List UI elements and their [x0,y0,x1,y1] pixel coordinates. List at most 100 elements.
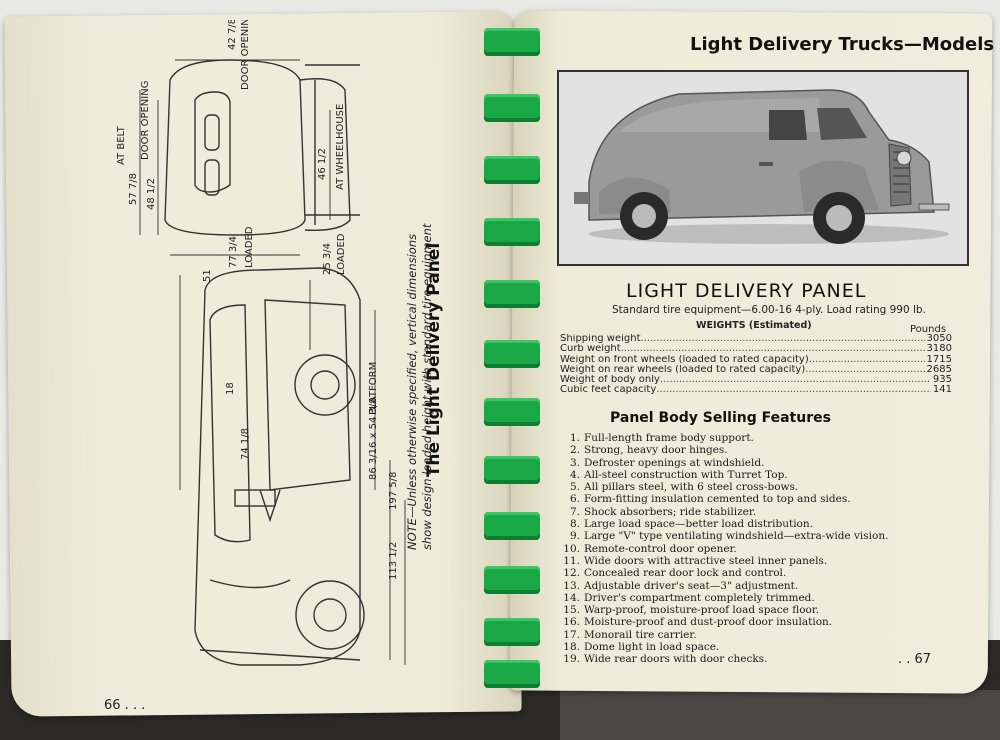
spiral-coil [484,218,540,246]
spiral-coil [484,566,540,594]
weight-value: 1715 [926,354,952,365]
list-item-text: Wide rear doors with door checks. [584,653,768,666]
leader-dots: ........................................… [805,364,924,375]
spiral-coil [484,618,540,646]
weight-row: Cubic feet capacity.....................… [560,385,952,395]
weight-value: 3050 [926,334,952,344]
weight-label: Weight on front wheels (loaded to rated … [560,354,809,365]
weight-row: Curb weight.............................… [560,344,952,354]
list-item-number: 6. [569,493,580,506]
list-item: 5. All pillars steel, with 6 steel cross-… [558,481,938,493]
list-item-number: 15. [563,604,580,617]
list-item: 2.Strong, heavy door hinges. [558,444,938,456]
list-item-number: 10. [563,542,580,555]
spiral-coil [484,280,540,308]
dim-at-belt-label: AT BELT [116,125,127,165]
model-heading: LIGHT DELIVERY PANEL [626,280,867,302]
list-item-text: Remote-control door opener. [584,542,737,555]
dim-at-wheelhouse-label: AT WHEELHOUSE [335,104,346,190]
list-item: 12. Concealed rear door lock and control. [558,567,938,579]
dim-platform-label: PLATFORM [368,362,379,415]
list-item-number: 1. [569,432,580,444]
list-item-text: Concealed rear door lock and control. [584,567,787,580]
dim-h18: 18 [225,382,236,395]
list-item-text: Form-fitting insulation cemented to top … [584,493,851,506]
list-item-text: Moisture-proof and dust-proof door insul… [584,616,833,629]
dim-loaded-rear: 25 3/4 [322,243,333,275]
weight-label: Curb weight [560,344,621,355]
list-item-number: 4. [569,468,580,481]
dim-loaded-front: 77 3/4 [228,236,239,268]
list-item: 7.Shock absorbers; ride stabilizer. [558,506,938,518]
spiral-coil [484,456,540,484]
weight-value: 3180 [926,344,952,355]
list-item: 9.Large "V" type ventilating windshield—… [558,530,938,542]
list-item: 15. Warp-proof, moisture-proof load space… [558,604,938,616]
list-item-number: 13. [563,579,580,592]
dim-h74: 74 1/8 [240,428,251,460]
list-item-number: 8. [569,518,580,531]
list-item: 14.Driver's compartment completely trimm… [558,592,938,604]
weight-value: 935 [932,375,952,386]
list-item-number: 19. [563,653,580,666]
leader-dots: ........................................… [656,385,931,396]
leader-dots: ........................................… [620,344,925,355]
dim-door-opening-side-label: DOOR OPENING [140,81,151,160]
list-item: 19. Wide rear doors with door checks. [558,653,938,665]
pounds-label: Pounds [910,324,947,335]
left-page-number: 66 . . . [104,698,146,713]
list-item: 13.Adjustable driver's seat—3" adjustmen… [558,580,938,592]
spiral-coil [484,398,540,426]
table-edge [560,690,1000,740]
list-item-number: 12. [563,567,580,580]
weight-value: 141 [932,385,952,396]
weight-label: Cubic feet capacity [560,385,657,396]
leader-dots: ........................................… [659,375,931,386]
tire-equipment-line: Standard tire equipment—6.00-16 4-ply. L… [612,304,926,316]
leader-dots: ........................................… [808,354,925,365]
spiral-coil [484,512,540,540]
spiral-coil [484,94,540,122]
list-item-number: 11. [563,554,580,567]
features-list: 1.Full-length frame body support. 2.Stro… [558,432,938,666]
list-item-number: 2. [569,444,580,457]
list-item-number: 5. [569,481,580,494]
page-header-title: Light Delivery Trucks—Models [690,34,995,55]
list-item-text: Warp-proof, moisture-proof load space fl… [584,604,820,617]
weight-label: Shipping weight [560,334,641,344]
right-page-number: . . 67 [898,652,932,667]
list-item: 16. Moisture-proof and dust-proof door in… [558,616,938,628]
list-item-text: Driver's compartment completely trimmed. [584,591,815,604]
dim-at-belt: 57 7/8 [128,173,139,205]
weights-heading: WEIGHTS (Estimated) [696,320,812,331]
features-heading: Panel Body Selling Features [610,410,831,426]
list-item-text: Dome light in load space. [584,641,720,654]
list-item-text: Monorail tire carrier. [584,628,697,641]
leader-dots: ........................................… [640,334,925,344]
list-item: 18.Dome light in load space. [558,641,938,653]
list-item-text: All-steel construction with Turret Top. [584,468,788,481]
list-item: 10. Remote-control door opener. [558,543,938,555]
list-item: 6. Form-fitting insulation cemented to to… [558,493,938,505]
truck-photo [557,70,969,266]
list-item-number: 3. [569,456,580,469]
list-item-number: 16. [563,616,580,629]
list-item: 4. All-steel construction with Turret Top… [558,469,938,481]
dim-loaded-front-label: LOADED [244,226,255,268]
list-item-text: Defroster openings at windshield. [584,456,765,469]
list-item-text: All pillars steel, with 6 steel cross-bo… [584,481,799,494]
dim-wb113: 113 1/2 [388,542,399,580]
spiral-coil [484,660,540,688]
list-item-number: 17. [563,628,580,641]
list-item: 11. Wide doors with attractive steel inne… [558,555,938,567]
weight-label: Weight on rear wheels (loaded to rated c… [560,364,806,375]
panel-truck-illustration [559,72,967,264]
list-item-number: 9. [569,530,580,543]
dim-door-opening-top: 42 7/8 [227,20,238,50]
list-item-text: Wide doors with attractive steel inner p… [584,554,828,567]
dim-door-opening-side: 48 1/2 [146,178,157,210]
left-page-vertical-title: The Light Delivery Panel [424,242,444,478]
dim-at-wheelhouse: 46 1/2 [317,148,328,180]
weight-row: Shipping weight.........................… [560,334,952,344]
